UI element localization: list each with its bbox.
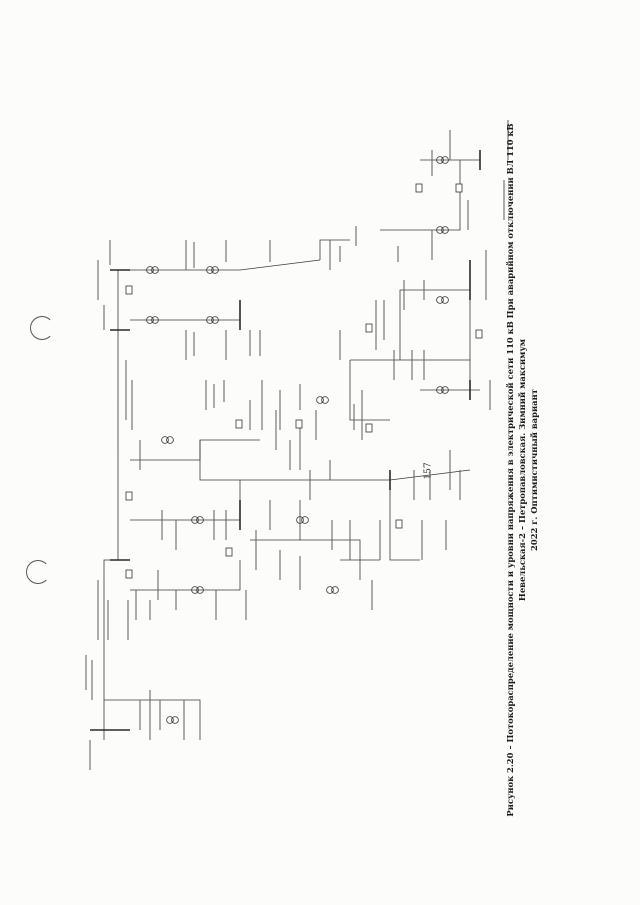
breaker-2: [125, 491, 133, 501]
right-bus-2: [399, 289, 470, 360]
breaker-12: [225, 547, 233, 557]
lower-right-link: [389, 480, 420, 561]
transformer-7b: [196, 586, 204, 594]
breaker-9: [415, 183, 423, 193]
middle-feeder: [130, 439, 260, 461]
transformer-11b: [441, 296, 449, 304]
transformer-4b: [211, 316, 219, 324]
transformer-6a: [191, 516, 199, 524]
middle-bus: [199, 440, 390, 481]
transformer-1b: [151, 266, 159, 274]
breaker-8: [395, 519, 403, 529]
transformer-1a: [146, 266, 154, 274]
transformer-4a: [206, 316, 214, 324]
breaker-11: [475, 329, 483, 339]
transformer-10a: [326, 586, 334, 594]
caption-line-1: Рисунок 2.20 – Потокораспределение мощно…: [505, 123, 527, 817]
transformer-8b: [171, 716, 179, 724]
transformer-15a: [316, 396, 324, 404]
lower-link: [250, 500, 301, 541]
transformer-3a: [206, 266, 214, 274]
breaker-4: [235, 419, 243, 429]
transformer-12b: [441, 386, 449, 394]
transformer-8a: [166, 716, 174, 724]
binder-hole-bottom: [26, 560, 50, 584]
page-number: 157: [423, 462, 434, 480]
lower-link-2: [300, 539, 361, 580]
transformer-13a: [436, 156, 444, 164]
transformer-6b: [196, 516, 204, 524]
transformer-2a: [146, 316, 154, 324]
transformer-2b: [151, 316, 159, 324]
breaker-5: [295, 419, 303, 429]
upper-feeder-1: [130, 300, 241, 321]
transformer-14a: [436, 226, 444, 234]
transformer-7a: [191, 586, 199, 594]
transformer-5a: [161, 436, 169, 444]
upper-feeder-3: [319, 239, 350, 260]
transformer-12a: [436, 386, 444, 394]
figure-caption: Рисунок 2.20 – Потокораспределение мощно…: [504, 100, 540, 840]
branch-bottom-left: [104, 699, 201, 740]
transformer-15b: [321, 396, 329, 404]
center-link: [349, 360, 390, 421]
upper-feeder-2: [130, 259, 321, 271]
transformer-3b: [211, 266, 219, 274]
breaker-3: [125, 569, 133, 579]
breaker-6: [365, 323, 373, 333]
transformer-14b: [441, 226, 449, 234]
breaker-7: [365, 423, 373, 433]
transformer-11a: [436, 296, 444, 304]
transformer-5b: [166, 436, 174, 444]
breaker-1: [125, 285, 133, 295]
transformer-9b: [301, 516, 309, 524]
transformer-9a: [296, 516, 304, 524]
breaker-10: [455, 183, 463, 193]
transformer-10b: [331, 586, 339, 594]
top-right-link: [380, 160, 461, 231]
binder-hole-top: [30, 316, 54, 340]
trunk-line-left: [103, 270, 119, 740]
lower-feeder-1: [130, 480, 241, 521]
lower-feeder-2: [130, 560, 241, 591]
caption-line-2: 2022 г. Оптимистичный вариант: [529, 389, 539, 551]
transformer-13b: [441, 156, 449, 164]
